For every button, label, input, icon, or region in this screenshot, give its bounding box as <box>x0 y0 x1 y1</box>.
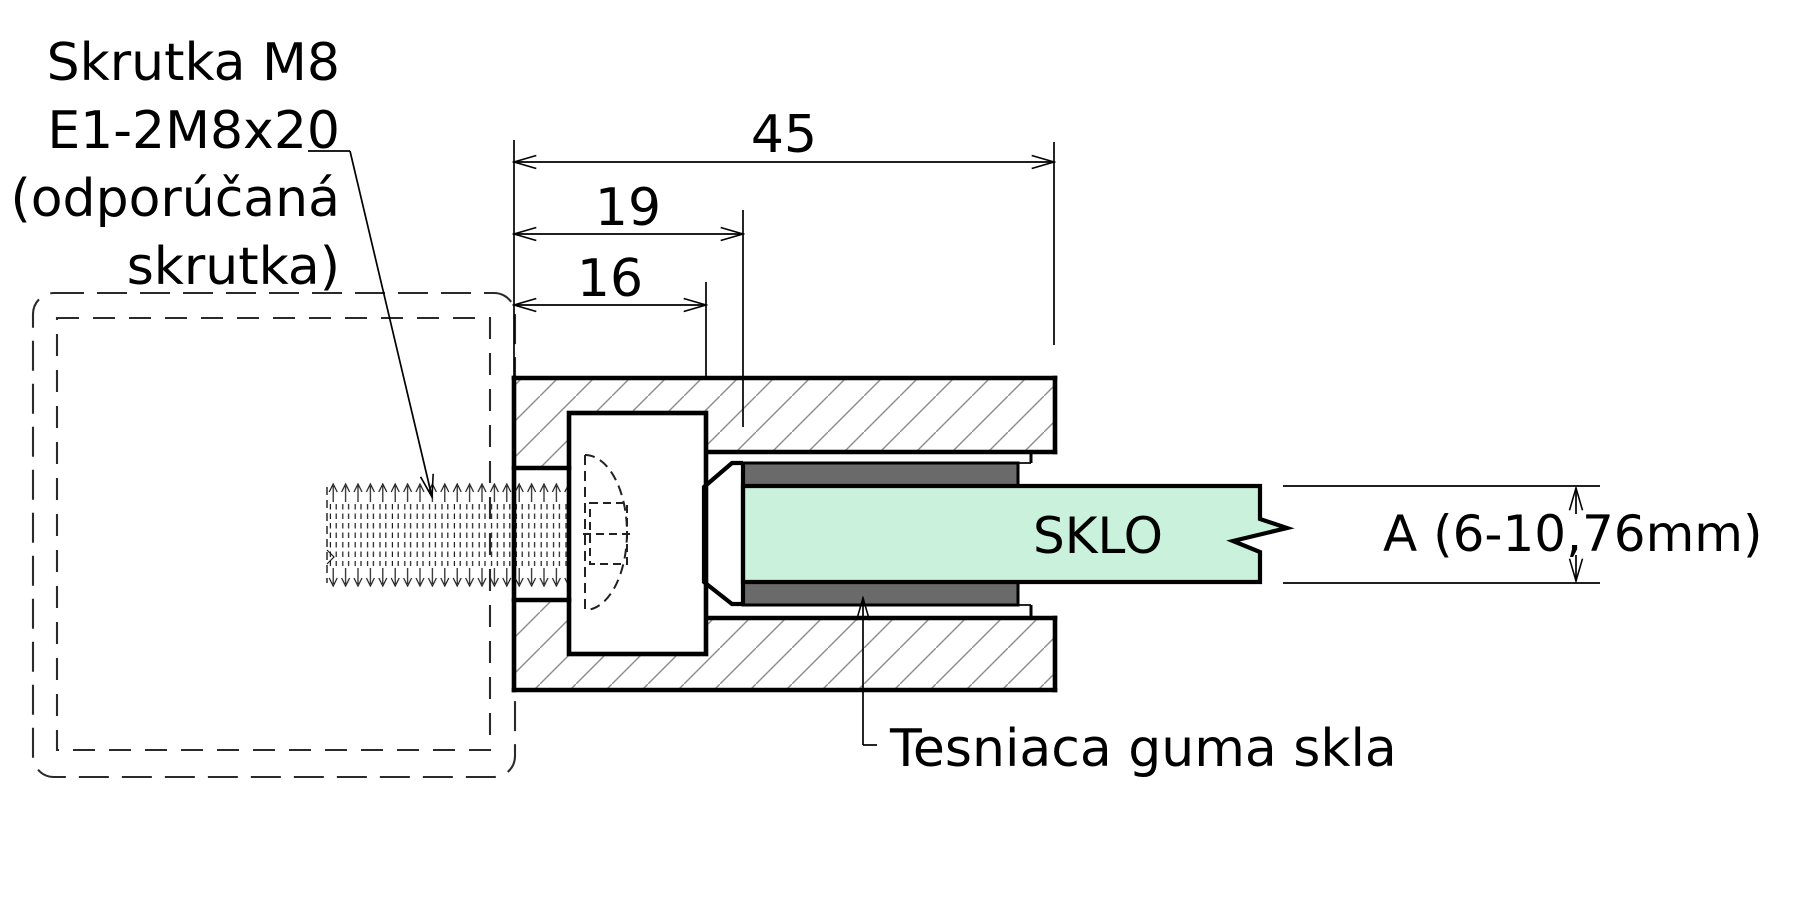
glass-thickness-dimension <box>1283 485 1600 584</box>
rubber-seal-label: Tesniaca guma skla <box>889 719 1397 779</box>
glass-thickness-label: A (6-10,76mm) <box>1383 505 1763 563</box>
svg-text:(odporúčaná: (odporúčaná <box>10 169 340 229</box>
dim-16-label: 16 <box>577 249 643 309</box>
svg-text:Skrutka M8: Skrutka M8 <box>47 33 340 93</box>
rubber-seal-top <box>741 461 1020 488</box>
glass-label: SKLO <box>1033 507 1163 565</box>
clamp-top-section-hatch <box>514 378 1055 468</box>
dimension-lines <box>514 140 1054 427</box>
screw-thread-in-hole <box>514 482 567 588</box>
screw-note-leader <box>308 150 432 497</box>
chamfer-plate <box>701 460 743 607</box>
screw-head-hidden-lines <box>583 454 630 611</box>
glass-pane <box>740 483 1295 585</box>
svg-text:E1-2M8x20: E1-2M8x20 <box>47 101 340 161</box>
rubber-seal-leader <box>863 598 877 746</box>
screw-note-label: Skrutka M8 E1-2M8x20 (odporúčaná skrutka… <box>10 33 340 297</box>
dim-19-label: 19 <box>595 178 661 238</box>
rubber-seal-bottom <box>741 580 1020 607</box>
svg-text:skrutka): skrutka) <box>127 237 340 297</box>
rubber-seals <box>741 461 1020 607</box>
pressure-plates <box>1018 452 1033 618</box>
clamp-bottom-section-hatch <box>514 600 1055 690</box>
dim-45-label: 45 <box>751 105 817 165</box>
